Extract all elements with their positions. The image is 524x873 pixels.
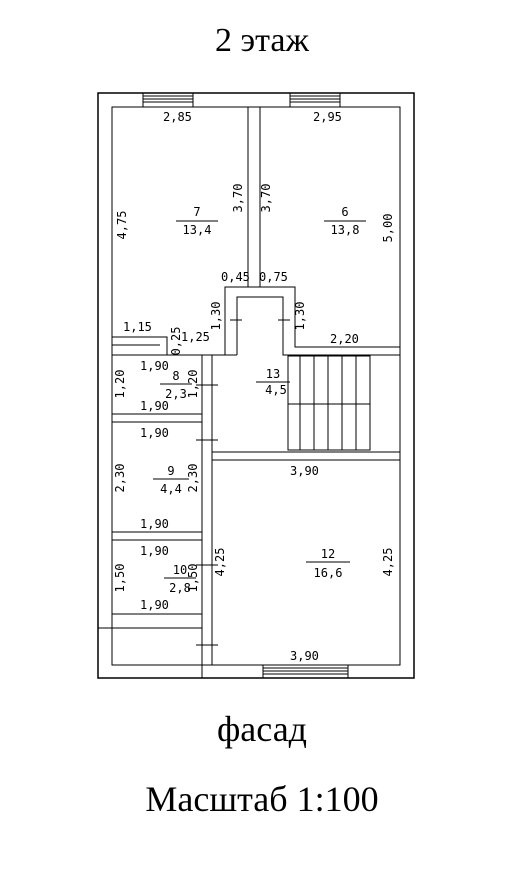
room-number: 8 [172, 369, 179, 383]
dim-label: 2,20 [330, 332, 359, 346]
room-number: 7 [193, 205, 200, 219]
room-10: 10 2,8 [164, 563, 196, 595]
room-number: 6 [341, 205, 348, 219]
dim-label: 1,90 [140, 359, 169, 373]
room-12: 12 16,6 [306, 547, 350, 580]
room-number: 10 [173, 563, 187, 577]
dim-label: 1,20 [186, 370, 200, 399]
room-7: 7 13,4 [176, 205, 218, 237]
wall-niche-inner [236, 296, 400, 356]
dim-label: 4,75 [115, 211, 129, 240]
room-number: 13 [266, 367, 280, 381]
dim-label: 1,90 [140, 598, 169, 612]
dim-label: 0,45 [221, 270, 250, 284]
room-9: 9 4,4 [153, 464, 189, 496]
dim-label: 1,30 [293, 302, 307, 331]
window-bottom [262, 664, 349, 679]
dim-label: 4,25 [381, 548, 395, 577]
room-13: 13 4,5 [256, 367, 290, 397]
room-area: 4,5 [265, 383, 287, 397]
page-title: 2 этаж [215, 22, 309, 59]
dim-label: 1,20 [113, 370, 127, 399]
room-area: 13,4 [183, 223, 212, 237]
room-6: 6 13,8 [324, 205, 366, 237]
staircase [287, 355, 371, 451]
inner-wall-outline [111, 106, 401, 666]
dim-label: 3,70 [259, 184, 273, 213]
dim-label: 1,30 [209, 302, 223, 331]
dim-label: 1,90 [140, 517, 169, 531]
dim-label: 2,95 [313, 110, 342, 124]
room-number: 12 [321, 547, 335, 561]
room-area: 16,6 [314, 566, 343, 580]
dim-label: 5,00 [381, 214, 395, 243]
window-top-left [142, 92, 194, 108]
dim-label: 2,30 [186, 464, 200, 493]
dim-label: 1,90 [140, 544, 169, 558]
wall-niche-outer [224, 286, 400, 355]
room-area: 13,8 [331, 223, 360, 237]
room-area: 2,3 [165, 387, 187, 401]
dim-label: 3,90 [290, 464, 319, 478]
room-area: 2,8 [169, 581, 191, 595]
outer-wall [97, 92, 415, 679]
window-top-right [289, 92, 341, 108]
dim-label: 1,90 [140, 399, 169, 413]
dim-label: 1,25 [181, 330, 210, 344]
facade-label: фасад [216, 709, 308, 749]
dim-label: 0,25 [169, 327, 183, 356]
dim-label: 1,15 [123, 320, 152, 334]
dim-label: 3,90 [290, 649, 319, 663]
room-area: 4,4 [160, 482, 182, 496]
room-8: 8 2,3 [160, 369, 192, 401]
dim-label: 2,30 [113, 464, 127, 493]
dim-label: 4,25 [213, 548, 227, 577]
dim-label: 0,75 [259, 270, 288, 284]
room-number: 9 [167, 464, 174, 478]
dim-label: 1,90 [140, 426, 169, 440]
scale-label: Масштаб 1:100 [145, 779, 379, 819]
dim-label: 2,85 [163, 110, 192, 124]
dim-label: 3,70 [231, 184, 245, 213]
dim-label: 1,50 [113, 564, 127, 593]
